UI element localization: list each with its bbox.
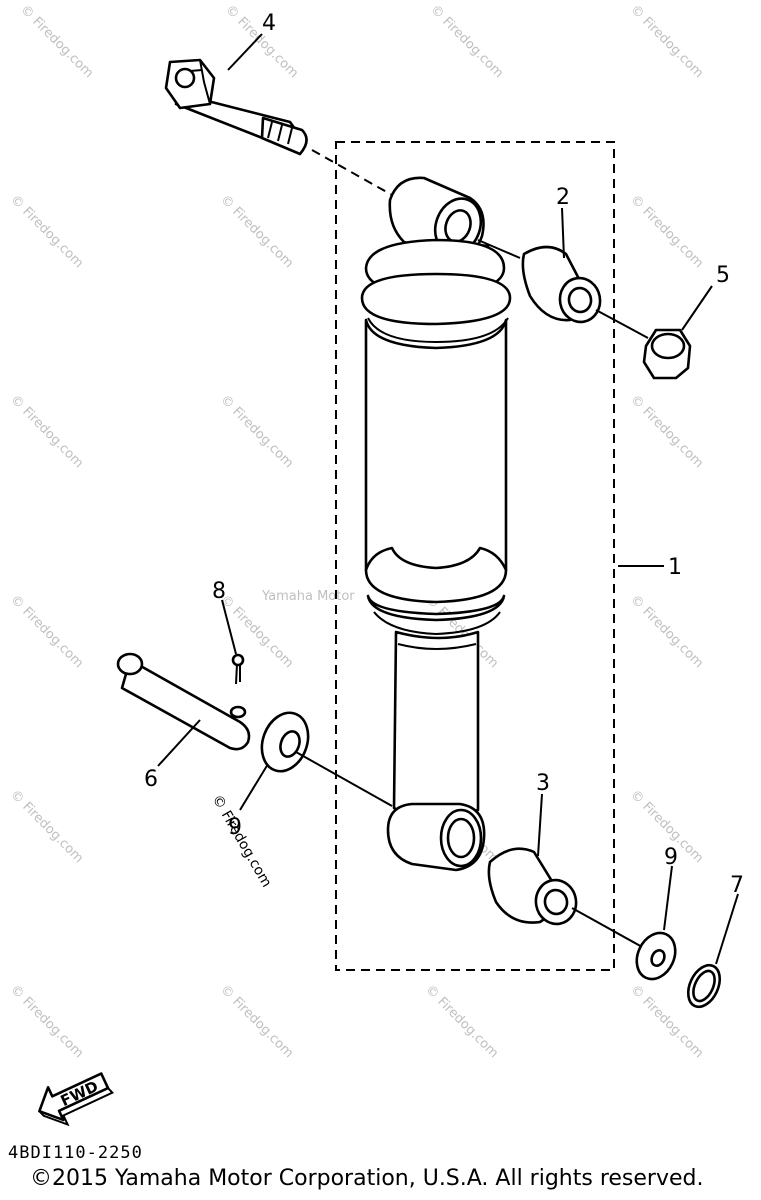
lower-mount-eye bbox=[386, 802, 486, 872]
watermark-text: © Firedog.com bbox=[627, 192, 706, 271]
watermark-text: © Firedog.com bbox=[217, 192, 296, 271]
fwd-label: FWD bbox=[58, 1077, 101, 1110]
watermark-text: © Firedog.com bbox=[7, 392, 86, 471]
assembly-leader-2 bbox=[477, 239, 521, 259]
callout-6: 6 bbox=[144, 767, 158, 792]
watermark-text: © Firedog.com bbox=[627, 2, 706, 81]
watermark-text: © Firedog.com bbox=[7, 982, 86, 1061]
copyright-notice: ©2015 Yamaha Motor Corporation, U.S.A. A… bbox=[30, 1166, 704, 1191]
assembly-outline bbox=[335, 141, 615, 971]
watermark-text: © Firedog.com bbox=[627, 592, 706, 671]
part-7-ring[interactable] bbox=[682, 960, 726, 1012]
watermark-text: © Firedog.com bbox=[427, 2, 506, 81]
watermark-text: © Firedog.com bbox=[217, 392, 296, 471]
watermark-text: © Firedog.com bbox=[217, 982, 296, 1061]
leader-line-7 bbox=[715, 893, 739, 965]
callout-9-right: 9 bbox=[664, 845, 678, 870]
part-3-collar[interactable] bbox=[487, 847, 580, 927]
diagram-code: 4BDI110-2250 bbox=[8, 1143, 143, 1163]
callout-9-left: 9 bbox=[228, 815, 242, 840]
assembly-leader-5 bbox=[595, 309, 649, 339]
assembly-leader-4 bbox=[311, 149, 393, 196]
watermark-text: © Firedog.com bbox=[7, 592, 86, 671]
leader-line-2 bbox=[561, 207, 565, 259]
watermark-text: © Firedog.com bbox=[7, 787, 86, 866]
part-2-collar[interactable] bbox=[521, 245, 604, 325]
part-5-nut[interactable] bbox=[642, 328, 692, 380]
leader-line-5 bbox=[681, 285, 713, 331]
callout-3: 3 bbox=[536, 771, 550, 796]
leader-line-9a bbox=[239, 763, 269, 811]
watermark-text: © Firedog.com bbox=[422, 982, 501, 1061]
part-9-washer-left[interactable] bbox=[254, 706, 316, 777]
part-6-pin[interactable] bbox=[116, 652, 251, 751]
watermark-text: © Firedog.com bbox=[217, 592, 296, 671]
leader-line-6 bbox=[157, 719, 201, 767]
callout-4: 4 bbox=[262, 11, 276, 36]
part-8-cotter-pin[interactable] bbox=[231, 653, 245, 685]
leader-line-9b bbox=[663, 865, 673, 931]
center-watermark: Yamaha Motor bbox=[261, 589, 355, 604]
shock-lower-shaft bbox=[392, 630, 480, 821]
part-4-bolt[interactable] bbox=[164, 58, 308, 156]
shock-body bbox=[364, 318, 508, 636]
callout-1: 1 bbox=[668, 555, 682, 580]
part-9-washer-right[interactable] bbox=[630, 927, 683, 986]
assembly-leader-9a bbox=[295, 751, 393, 807]
watermark-layer: © Firedog.com © Firedog.com © Firedog.co… bbox=[7, 2, 706, 1061]
leader-line-8 bbox=[221, 599, 237, 655]
callout-2: 2 bbox=[556, 185, 570, 210]
watermark-text: © Firedog.com bbox=[17, 2, 96, 81]
callout-7: 7 bbox=[730, 873, 744, 898]
leader-line-4 bbox=[227, 33, 263, 71]
callout-8: 8 bbox=[212, 579, 226, 604]
leader-line-3 bbox=[537, 793, 543, 857]
spring-coil bbox=[360, 238, 512, 344]
watermark-text: © Firedog.com bbox=[7, 192, 86, 271]
assembly-leader-3 bbox=[571, 907, 645, 949]
watermark-text: © Firedog.com bbox=[627, 392, 706, 471]
callout-5: 5 bbox=[716, 263, 730, 288]
fwd-arrow-icon: FWD bbox=[38, 1072, 115, 1127]
